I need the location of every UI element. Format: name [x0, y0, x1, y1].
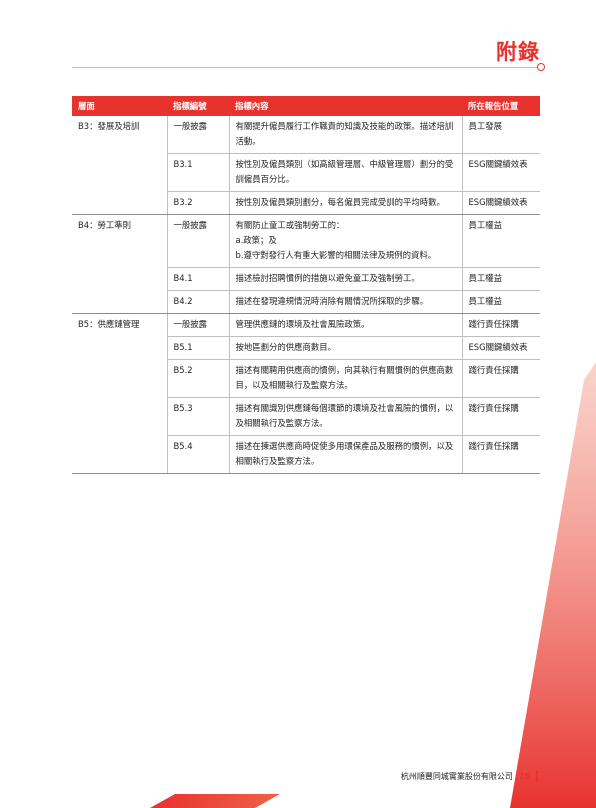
report-location-cell: ESG關鍵績效表 — [462, 336, 540, 360]
indicator-content-cell: 描述檢討招聘慣例的措施以避免童工及強制勞工。 — [229, 267, 463, 291]
report-location-cell: 員工權益 — [462, 214, 540, 268]
report-location-cell: 員工權益 — [462, 290, 540, 314]
indicator-content-cell: 按性別及僱員類別（如高級管理層、中級管理層）劃分的受訓僱員百分比。 — [229, 153, 463, 192]
aspect-cell: B5：供應鏈管理 — [72, 313, 168, 474]
indicator-content-cell: 按地區劃分的供應商數目。 — [229, 336, 463, 360]
indicator-code-cell: 一般披露 — [167, 313, 230, 337]
report-location-cell: 踐行責任採購 — [462, 435, 540, 474]
indicator-code-cell: 一般披露 — [167, 214, 230, 268]
table-row: B5：供應鏈管理一般披露管理供應鏈的環境及社會風險政策。踐行責任採購 — [72, 313, 540, 474]
indicator-content-cell: 描述有關聘用供應商的慣例，向其執行有關慣例的供應商數目，以及相關執行及監察方法。 — [229, 359, 463, 398]
page-number: 75 — [518, 772, 530, 781]
aspect-cell: B4：勞工準則 — [72, 214, 168, 314]
indicator-code-cell: B3.2 — [167, 191, 230, 215]
indicator-code-cell: B5.1 — [167, 336, 230, 360]
footer-bar — [536, 771, 538, 782]
column-header: 指標編號 — [167, 96, 229, 116]
report-location-cell: ESG關鍵績效表 — [462, 153, 540, 192]
report-location-cell: 踐行責任採購 — [462, 397, 540, 436]
indicator-code-cell: B4.2 — [167, 290, 230, 314]
index-table: 層面 指標編號 指標內容 所在報告位置 B3：發展及培訓一般披露有關提升僱員履行… — [72, 96, 540, 474]
indicator-content-cell: 按性別及僱員類別劃分，每名僱員完成受訓的平均時數。 — [229, 191, 463, 215]
indicator-code-cell: B3.1 — [167, 153, 230, 192]
table-row: B3：發展及培訓一般披露有關提升僱員履行工作職責的知識及技能的政策。描述培訓活動… — [72, 116, 540, 215]
indicator-content-cell: 有關提升僱員履行工作職責的知識及技能的政策。描述培訓活動。 — [229, 116, 463, 154]
page-section-title: 附錄 — [496, 40, 540, 64]
indicator-code-cell: B4.1 — [167, 267, 230, 291]
table-header-row: 層面 指標編號 指標內容 所在報告位置 — [72, 96, 540, 116]
indicator-code-cell: 一般披露 — [167, 116, 230, 154]
company-name: 杭州順豐同城實業股份有限公司 — [400, 772, 513, 781]
indicator-content-cell: 描述在揀選供應商時促使多用環保產品及服務的慣例，以及相關執行及監察方法。 — [229, 435, 463, 474]
table-row: B4：勞工準則一般披露有關防止童工或強制勞工的： a.政策；及 b.遵守對發行人… — [72, 214, 540, 314]
indicator-code-cell: B5.4 — [167, 435, 230, 474]
column-header: 所在報告位置 — [462, 96, 540, 116]
page-footer: 杭州順豐同城實業股份有限公司 75 — [401, 771, 538, 782]
report-location-cell: 員工權益 — [462, 267, 540, 291]
indicator-content-cell: 描述有關識別供應鏈每個環節的環境及社會風險的慣例，以及相關執行及監察方法。 — [229, 397, 463, 436]
indicator-content-cell: 管理供應鏈的環境及社會風險政策。 — [229, 313, 463, 337]
report-location-cell: 踐行責任採購 — [462, 359, 540, 398]
indicator-code-cell: B5.3 — [167, 397, 230, 436]
report-location-cell: 員工發展 — [462, 116, 540, 154]
indicator-content-cell: 描述在發現違規情況時消除有關情況所採取的步驟。 — [229, 290, 463, 314]
column-header: 指標內容 — [229, 96, 462, 116]
report-location-cell: ESG關鍵績效表 — [462, 191, 540, 215]
column-header: 層面 — [72, 96, 167, 116]
indicator-code-cell: B5.2 — [167, 359, 230, 398]
aspect-cell: B3：發展及培訓 — [72, 116, 168, 215]
report-location-cell: 踐行責任採購 — [462, 313, 540, 337]
header-divider-dot — [537, 63, 545, 71]
header-divider — [72, 67, 538, 68]
indicator-content-cell: 有關防止童工或強制勞工的： a.政策；及 b.遵守對發行人有重大影響的相關法律及… — [229, 214, 463, 268]
